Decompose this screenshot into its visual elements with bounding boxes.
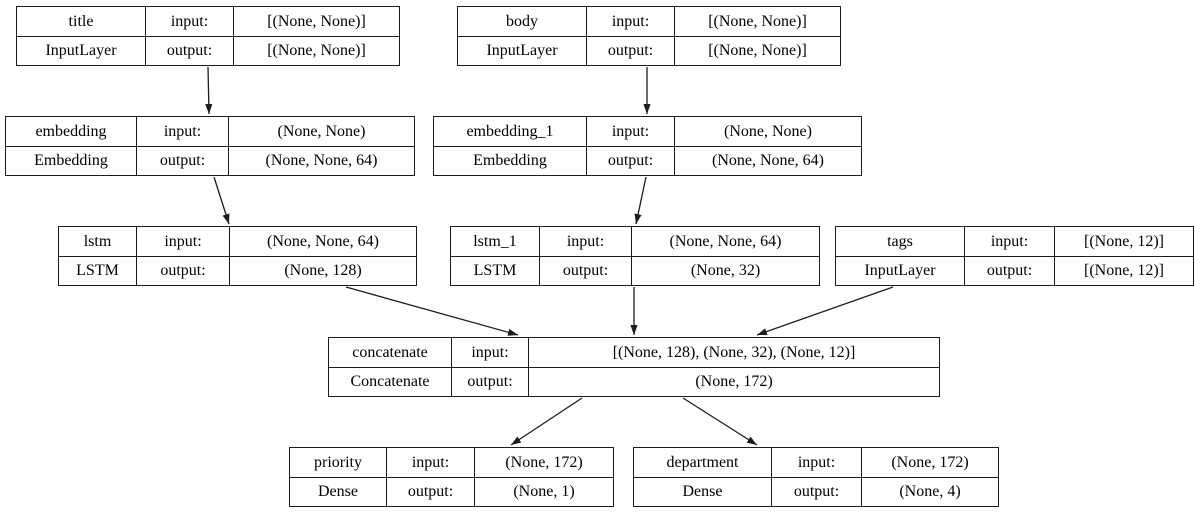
output-shape: (None, None, 64) (674, 146, 861, 175)
edge-title-to-embedding (205, 66, 213, 115)
input-label: input: (586, 7, 674, 36)
node-body: body input: [(None, None)] InputLayer ou… (457, 6, 841, 66)
input-label: input: (386, 448, 474, 477)
input-shape: [(None, 12)] (1054, 227, 1193, 256)
node-embedding-1: embedding_1 input: (None, None) Embeddin… (433, 116, 862, 176)
input-label: input: (539, 227, 631, 256)
layer-name: tags (887, 232, 913, 250)
input-label: input: (136, 227, 229, 256)
output-label: output: (586, 36, 674, 65)
input-shape: [(None, None)] (233, 7, 399, 36)
layer-class: InputLayer (17, 36, 145, 65)
output-label: output: (136, 146, 228, 175)
output-shape: (None, 128) (229, 256, 416, 285)
output-shape: (None, 4) (861, 477, 998, 506)
output-shape: (None, 32) (631, 256, 819, 285)
edge-tags-to-concatenate (756, 286, 894, 336)
input-shape: [(None, 128), (None, 32), (None, 12)] (528, 338, 939, 367)
output-shape: [(None, 12)] (1054, 256, 1193, 285)
edge-concatenate-to-priority (510, 397, 583, 446)
output-label: output: (451, 367, 528, 396)
layer-class: Concatenate (329, 367, 451, 396)
output-label: output: (586, 146, 674, 175)
layer-class: LSTM (451, 256, 539, 285)
output-label: output: (771, 477, 861, 506)
layer-name: body (506, 12, 538, 30)
node-lstm: lstm input: (None, None, 64) LSTM output… (58, 226, 417, 286)
output-label: output: (539, 256, 631, 285)
layer-name: title (68, 12, 94, 30)
edge-embedding-to-lstm (213, 176, 230, 225)
node-embedding: embedding input: (None, None) Embedding … (5, 116, 415, 176)
output-label: output: (145, 36, 233, 65)
output-shape: (None, None, 64) (228, 146, 414, 175)
output-label: output: (964, 256, 1054, 285)
layer-name: embedding_1 (466, 122, 554, 140)
output-shape: (None, 1) (474, 477, 613, 506)
input-label: input: (451, 338, 528, 367)
node-title: title input: [(None, None)] InputLayer o… (16, 6, 400, 66)
layer-name: lstm_1 (473, 232, 517, 250)
layer-class: InputLayer (836, 256, 964, 285)
edge-embedding_1-to-lstm_1 (634, 176, 647, 225)
node-concatenate: concatenate input: [(None, 128), (None, … (328, 337, 940, 397)
input-label: input: (964, 227, 1054, 256)
output-shape: [(None, None)] (233, 36, 399, 65)
input-label: input: (586, 117, 674, 146)
node-priority: priority input: (None, 172) Dense output… (289, 447, 614, 507)
input-shape: (None, None, 64) (229, 227, 416, 256)
input-shape: (None, 172) (861, 448, 998, 477)
layer-class: LSTM (59, 256, 136, 285)
input-label: input: (771, 448, 861, 477)
node-lstm-1: lstm_1 input: (None, None, 64) LSTM outp… (450, 226, 820, 286)
input-label: input: (145, 7, 233, 36)
input-shape: (None, None) (228, 117, 414, 146)
layer-name: lstm (83, 232, 112, 250)
output-shape: [(None, None)] (674, 36, 840, 65)
layer-class: Dense (634, 477, 771, 506)
edge-concatenate-to-department (682, 397, 758, 446)
layer-name: embedding (35, 122, 107, 140)
input-shape: (None, 172) (474, 448, 613, 477)
output-label: output: (136, 256, 229, 285)
output-label: output: (386, 477, 474, 506)
edge-lstm-to-concatenate (345, 286, 519, 336)
input-label: input: (136, 117, 228, 146)
node-tags: tags input: [(None, 12)] InputLayer outp… (835, 226, 1194, 286)
layer-name: priority (314, 453, 362, 471)
input-shape: (None, None, 64) (631, 227, 819, 256)
layer-class: Embedding (434, 146, 586, 175)
output-shape: (None, 172) (528, 367, 939, 396)
input-shape: (None, None) (674, 117, 861, 146)
layer-class: InputLayer (458, 36, 586, 65)
layer-name: concatenate (352, 343, 428, 361)
layer-class: Embedding (6, 146, 136, 175)
layer-class: Dense (290, 477, 386, 506)
node-department: department input: (None, 172) Dense outp… (633, 447, 999, 507)
layer-name: department (666, 453, 739, 471)
input-shape: [(None, None)] (674, 7, 840, 36)
